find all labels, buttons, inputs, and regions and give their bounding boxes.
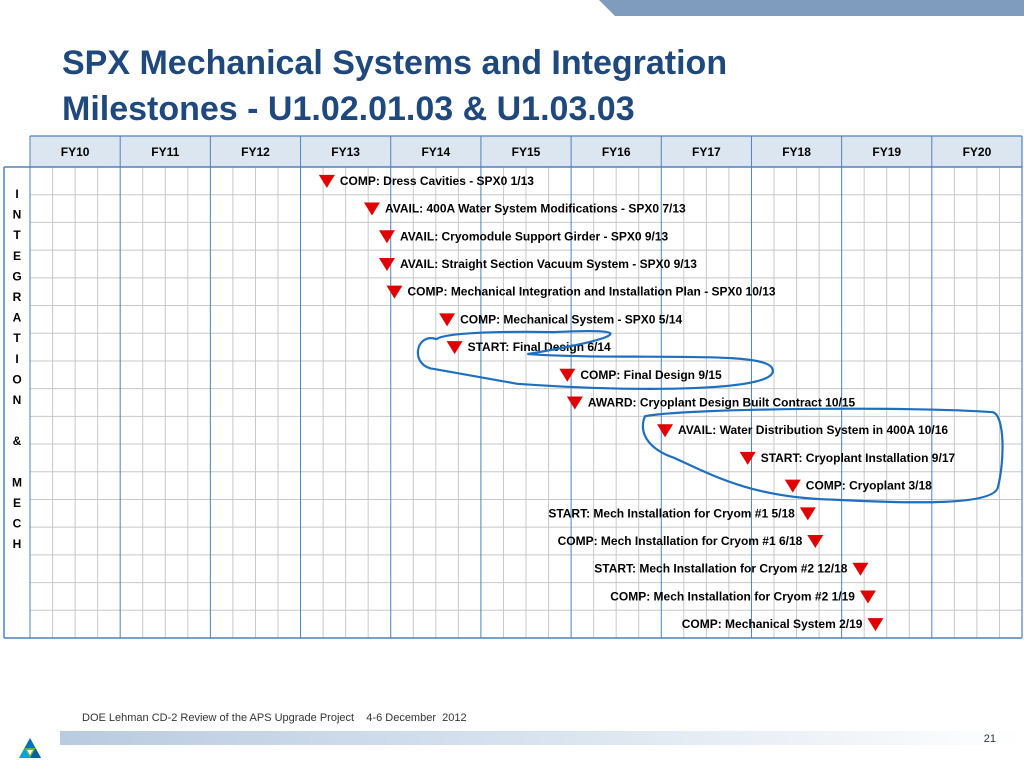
page-number: 21 [983, 733, 996, 745]
milestone-label: COMP: Dress Cavities - SPX0 1/13 [340, 174, 534, 188]
side-label-letter: N [13, 208, 22, 222]
ink-annotation-cryoplant [641, 407, 1004, 504]
side-label-letter: T [13, 331, 21, 345]
fiscal-year-label: FY14 [421, 145, 450, 159]
milestone-label: COMP: Mech Installation for Cryom #1 6/1… [558, 534, 803, 548]
fiscal-year-label: FY19 [872, 145, 901, 159]
milestone-label: COMP: Mechanical System - SPX0 5/14 [460, 312, 682, 326]
fiscal-year-label: FY16 [602, 145, 631, 159]
slide-title: SPX Mechanical Systems and Integration M… [62, 40, 962, 132]
side-label-letter: H [13, 537, 22, 551]
ink-annotation-final-design [416, 329, 774, 390]
milestone-marker [378, 230, 395, 244]
milestone-label: START: Final Design 6/14 [468, 340, 611, 354]
fiscal-year-label: FY11 [151, 145, 179, 159]
milestone-marker [378, 257, 395, 271]
milestone-marker [784, 479, 801, 493]
milestone-marker [657, 424, 674, 438]
side-label-letter: A [13, 311, 22, 325]
slide-title-line-1: SPX Mechanical Systems and Integration [62, 44, 728, 82]
milestone-marker [852, 562, 869, 576]
fiscal-year-label: FY17 [692, 145, 721, 159]
milestone-label: COMP: Cryoplant 3/18 [806, 479, 932, 493]
slide-title-line-2: Milestones - U1.02.01.03 & U1.03.03 [62, 90, 635, 128]
side-label-letter: R [13, 290, 22, 304]
footer-band [60, 731, 1024, 745]
milestone-marker [559, 368, 576, 382]
side-label-letter: G [12, 269, 21, 283]
top-accent-band [599, 0, 1024, 16]
side-label-letter: & [13, 434, 22, 448]
side-label-letter: E [13, 496, 21, 510]
fiscal-year-label: FY10 [61, 145, 90, 159]
side-label-letter: O [12, 372, 21, 386]
fiscal-year-label: FY15 [512, 145, 541, 159]
fiscal-year-label: FY20 [963, 145, 992, 159]
milestone-marker [807, 535, 824, 549]
milestone-label: AVAIL: Water Distribution System in 400A… [678, 423, 948, 437]
side-label-letter: E [13, 249, 21, 263]
milestone-marker [739, 451, 756, 465]
milestone-marker [566, 396, 583, 410]
milestone-label: START: Mech Installation for Cryom #1 5/… [548, 506, 795, 520]
milestone-label: COMP: Final Design 9/15 [580, 368, 722, 382]
milestone-label: COMP: Mechanical Integration and Install… [407, 285, 775, 299]
side-label-letter: I [15, 352, 18, 366]
milestone-label: COMP: Mechanical System 2/19 [682, 617, 863, 631]
milestone-marker [799, 507, 816, 521]
milestone-marker [363, 202, 380, 216]
fiscal-year-label: FY12 [241, 145, 270, 159]
milestone-marker [867, 618, 884, 632]
milestone-marker [318, 174, 335, 188]
milestone-marker [386, 285, 403, 299]
milestone-label: AWARD: Cryoplant Design Built Contract 1… [588, 396, 856, 410]
milestone-marker [446, 341, 463, 355]
fiscal-year-label: FY13 [331, 145, 360, 159]
argonne-logo-icon [19, 738, 41, 758]
milestone-label: AVAIL: Cryomodule Support Girder - SPX0 … [400, 229, 669, 243]
milestone-label: START: Cryoplant Installation 9/17 [761, 451, 956, 465]
milestone-label: AVAIL: Straight Section Vacuum System - … [400, 257, 697, 271]
milestone-marker [859, 590, 876, 604]
milestone-label: COMP: Mech Installation for Cryom #2 1/1… [610, 589, 855, 603]
side-label-letter: M [12, 475, 22, 489]
side-label-letter: C [13, 517, 22, 531]
milestone-label: START: Mech Installation for Cryom #2 12… [594, 562, 847, 576]
side-label-letter: N [13, 393, 22, 407]
header-row [30, 136, 1022, 167]
footer-text: DOE Lehman CD-2 Review of the APS Upgrad… [82, 712, 467, 724]
milestone-label: AVAIL: 400A Water System Modifications -… [385, 202, 686, 216]
side-label-letter: I [15, 187, 18, 201]
milestone-marker [439, 313, 456, 327]
side-label-letter: T [13, 228, 21, 242]
fiscal-year-label: FY18 [782, 145, 811, 159]
